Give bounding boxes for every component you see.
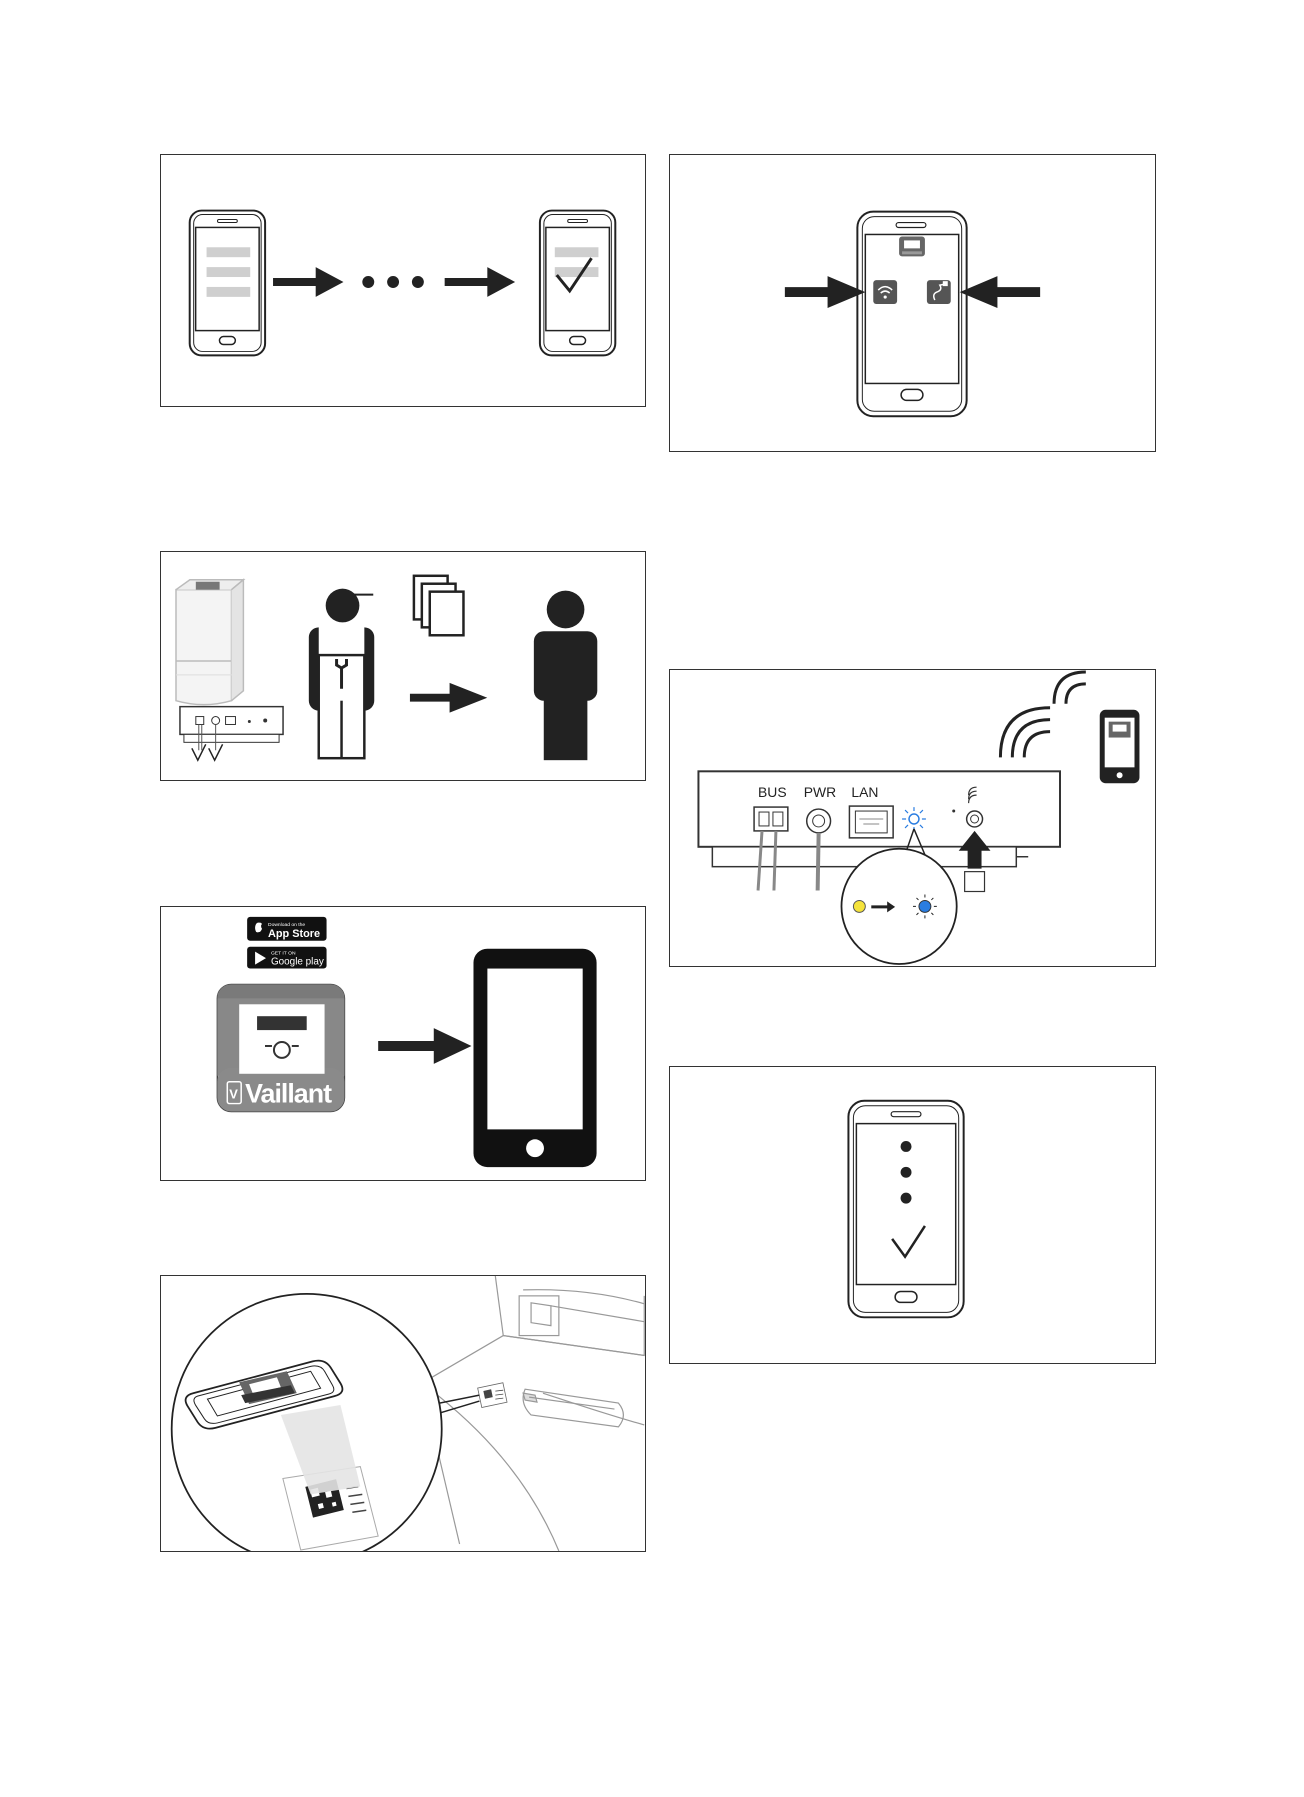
vaillant-brand-text: Vaillant <box>245 1079 332 1109</box>
documents-icon <box>414 576 464 635</box>
qr-scan-svg <box>161 1276 645 1551</box>
lan-cable-icon[interactable] <box>927 280 951 304</box>
setup-complete-illustration <box>669 1066 1156 1364</box>
step-dot <box>387 276 399 288</box>
handover-svg <box>161 552 645 780</box>
phone-small <box>1100 710 1140 784</box>
arrow-right-icon <box>785 276 865 308</box>
phone-steps-to-checkmark-illustration <box>160 154 646 407</box>
arrow-right-icon <box>445 267 515 297</box>
phone-steps-svg <box>161 155 645 406</box>
label-sticker <box>478 1383 507 1408</box>
bus-port-label: BUS <box>758 784 787 800</box>
step-dot <box>362 276 374 288</box>
phone-connection-choice <box>857 212 966 417</box>
app-store-big-text: App Store <box>268 928 320 940</box>
phone-start <box>190 211 265 356</box>
choose-wifi-or-lan-illustration <box>669 154 1156 452</box>
arrow-right-icon <box>273 267 343 297</box>
device-housing <box>422 1276 644 1551</box>
vaillant-app-icon: V Vaillant <box>217 984 344 1111</box>
app-store-badge[interactable]: Download on the App Store <box>247 917 326 941</box>
arrow-right-icon <box>378 1028 471 1064</box>
lan-port-label: LAN <box>851 784 878 800</box>
arrow-left-icon <box>960 276 1040 308</box>
app-tile-icon <box>899 236 925 256</box>
gateway-small-icon <box>180 707 283 761</box>
progress-dot <box>901 1193 912 1204</box>
wifi-icon[interactable] <box>873 280 897 304</box>
gateway-pairing-svg: BUS PWR LAN <box>670 670 1155 966</box>
gateway-pairing-illustration: BUS PWR LAN <box>669 669 1156 967</box>
wireless-waves-icon <box>1000 672 1085 757</box>
installer-handover-illustration <box>160 551 646 781</box>
arrow-right-icon <box>410 683 487 713</box>
customer-figure <box>534 591 597 761</box>
phone-large <box>473 949 596 1167</box>
google-play-badge[interactable]: GET IT ON Google play <box>247 947 326 969</box>
phone-done <box>540 211 615 356</box>
app-download-illustration: Download on the App Store GET IT ON Goog… <box>160 906 646 1181</box>
app-download-svg: Download on the App Store GET IT ON Goog… <box>161 907 645 1180</box>
choose-connection-svg <box>670 155 1155 451</box>
setup-complete-svg <box>670 1067 1155 1363</box>
step-dot <box>412 276 424 288</box>
pwr-port-label: PWR <box>804 784 836 800</box>
installer-figure <box>309 589 374 759</box>
progress-dot <box>901 1167 912 1178</box>
phone-complete <box>848 1101 963 1318</box>
zoom-circle <box>172 1294 442 1551</box>
vaillant-logo-glyph: V <box>229 1087 238 1102</box>
qr-code-scan-illustration <box>160 1275 646 1552</box>
progress-dot <box>901 1141 912 1152</box>
boiler-icon <box>176 580 243 705</box>
google-big-text: Google play <box>271 957 324 968</box>
